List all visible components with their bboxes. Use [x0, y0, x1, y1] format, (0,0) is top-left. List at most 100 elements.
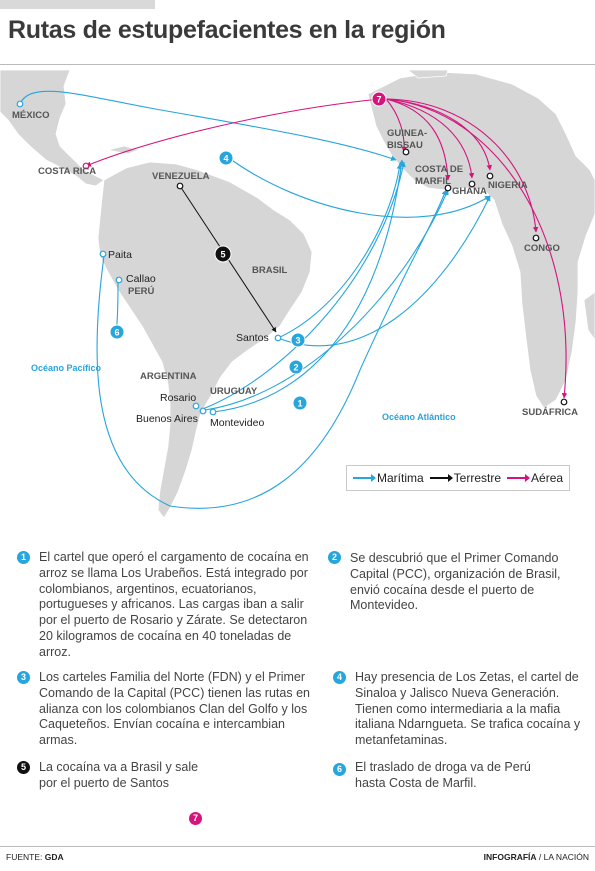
legend-maritime-line [353, 474, 376, 482]
map-badge-4-text: 4 [223, 154, 228, 164]
map-badge-2: 2 [288, 359, 304, 375]
legend-terrestrial-label: Terrestre [453, 471, 502, 485]
route-mexico-line [19, 90, 397, 161]
label-costa-rica: COSTA RICA [38, 166, 96, 177]
footer-credit: INFOGRAFÍA / LA NACIÓN [484, 852, 589, 862]
note-3-text: Los carteles Familia del Norte (FDN) y e… [39, 670, 310, 748]
route-4-line [228, 157, 491, 218]
map-badge-3-text: 3 [295, 336, 300, 346]
title-divider [0, 64, 595, 65]
map-badge-2-text: 2 [293, 363, 298, 373]
legend-aerial-line [507, 474, 531, 482]
route-7-sudafrica [385, 98, 568, 399]
legend-item-terrestrial: Terrestre [429, 471, 502, 485]
label-uruguay: URUGUAY [210, 386, 258, 397]
point-venezuela [176, 182, 184, 190]
note-1-text: El cartel que operó el cargamento de coc… [39, 550, 309, 659]
map-badge-5: 5 [214, 245, 232, 263]
footer-divider [0, 846, 595, 847]
map-badge-6: 6 [109, 324, 125, 340]
note-2-text: Se descubrió que el Primer Comando Capit… [350, 551, 561, 613]
label-nigeria: NIGERIA [488, 180, 528, 191]
land-south-america [97, 161, 313, 519]
label-argentina: ARGENTINA [140, 371, 197, 382]
map-badge-5-text: 5 [220, 250, 225, 260]
point-paita [99, 250, 107, 258]
city-points [16, 100, 568, 416]
legend-aerial-label: Aérea [531, 471, 564, 485]
point-ghana [468, 180, 476, 188]
map-badge-6-text: 6 [114, 328, 119, 338]
note-3-badge: 3 [17, 671, 30, 684]
note-6-badge: 6 [333, 763, 346, 776]
note-7-badge: 7 [189, 812, 202, 825]
route-3b-line [277, 195, 491, 347]
route-1-line [212, 159, 405, 413]
land-areas [0, 69, 595, 519]
route-7-ghana [385, 98, 475, 179]
top-accent-bar [0, 0, 155, 9]
label-santos: Santos [236, 332, 269, 344]
label-sudafrica: SUDÁFRICA [522, 407, 578, 418]
label-brasil: BRASIL [252, 265, 288, 276]
note-4-badge: 4 [333, 671, 346, 684]
aerial-routes [85, 98, 568, 399]
footer-source-label: FUENTE: [6, 852, 43, 862]
point-sudafrica [560, 398, 568, 406]
maritime-routes [19, 90, 491, 509]
map-badge-7: 7 [371, 91, 387, 107]
route-7-costarica [85, 98, 381, 167]
label-montevideo: Montevideo [210, 417, 264, 429]
land-africa [367, 71, 595, 409]
route-3-line [277, 163, 402, 339]
label-oceano-atlantico: Océano Atlántico [382, 412, 456, 422]
legend-item-aerial: Aérea [507, 471, 563, 485]
label-congo: CONGO [524, 243, 560, 254]
legend-item-maritime: Marítima [353, 471, 424, 485]
route-legend: Marítima Terrestre Aérea [346, 465, 570, 491]
label-callao: Callao [126, 273, 156, 285]
route-6-line [96, 189, 447, 509]
point-mexico [16, 100, 24, 108]
route-7-guinea [385, 98, 408, 153]
route-7-costademarfil [385, 98, 451, 181]
footer-credit-rest: / LA NACIÓN [536, 852, 589, 862]
point-costa-de-marfil [444, 184, 452, 192]
point-montevideo [209, 408, 217, 416]
footer-credit-bold: INFOGRAFÍA [483, 852, 537, 862]
note-5-text: La cocaína va a Brasil y sale por el pue… [39, 760, 199, 790]
label-guinea-bissau-2: BISSAU [387, 140, 423, 151]
footer-source: FUENTE: GDA [6, 852, 64, 862]
note-4-text: Hay presencia de Los Zetas, el cartel de… [355, 670, 581, 748]
label-oceano-pacifico: Océano Pacífico [31, 363, 102, 373]
point-nigeria [486, 172, 494, 180]
note-6-text: El traslado de droga va de Perú hasta Co… [355, 760, 531, 790]
legend-terrestrial-line [429, 474, 453, 482]
route-2-line [199, 161, 406, 411]
label-guinea-bissau-1: GUINEA- [387, 128, 427, 139]
point-callao [115, 276, 123, 284]
map-badge-7-text: 7 [376, 95, 381, 105]
label-mexico: MÉXICO [12, 110, 49, 121]
land-iberia [406, 69, 449, 79]
map-badge-1-text: 1 [297, 399, 302, 409]
point-guinea-bissau [402, 148, 410, 156]
label-ghana: GHANA [452, 186, 487, 197]
note-2-badge: 2 [328, 551, 341, 564]
map-badge-1: 1 [292, 395, 308, 411]
label-rosario: Rosario [160, 392, 196, 404]
label-costa-de-marfil-1: COSTA DE [415, 164, 463, 175]
routes-map: MÉXICO COSTA RICA VENEZUELA BRASIL PERÚ … [0, 69, 595, 519]
page-title: Rutas de estupefacientes en la región [8, 16, 446, 44]
note-1-badge: 1 [17, 551, 30, 564]
point-santos [274, 334, 282, 342]
label-buenos-aires: Buenos Aires [136, 413, 198, 425]
label-paita: Paita [108, 249, 132, 261]
map-badge-3: 3 [290, 332, 306, 348]
label-costa-de-marfil-2: MARFIL [415, 176, 451, 187]
legend-maritime-label: Marítima [377, 471, 424, 485]
point-buenos-aires [199, 407, 207, 415]
note-5-badge: 5 [17, 761, 30, 774]
footer-source-value: GDA [44, 852, 64, 862]
point-costa-rica [82, 162, 90, 170]
